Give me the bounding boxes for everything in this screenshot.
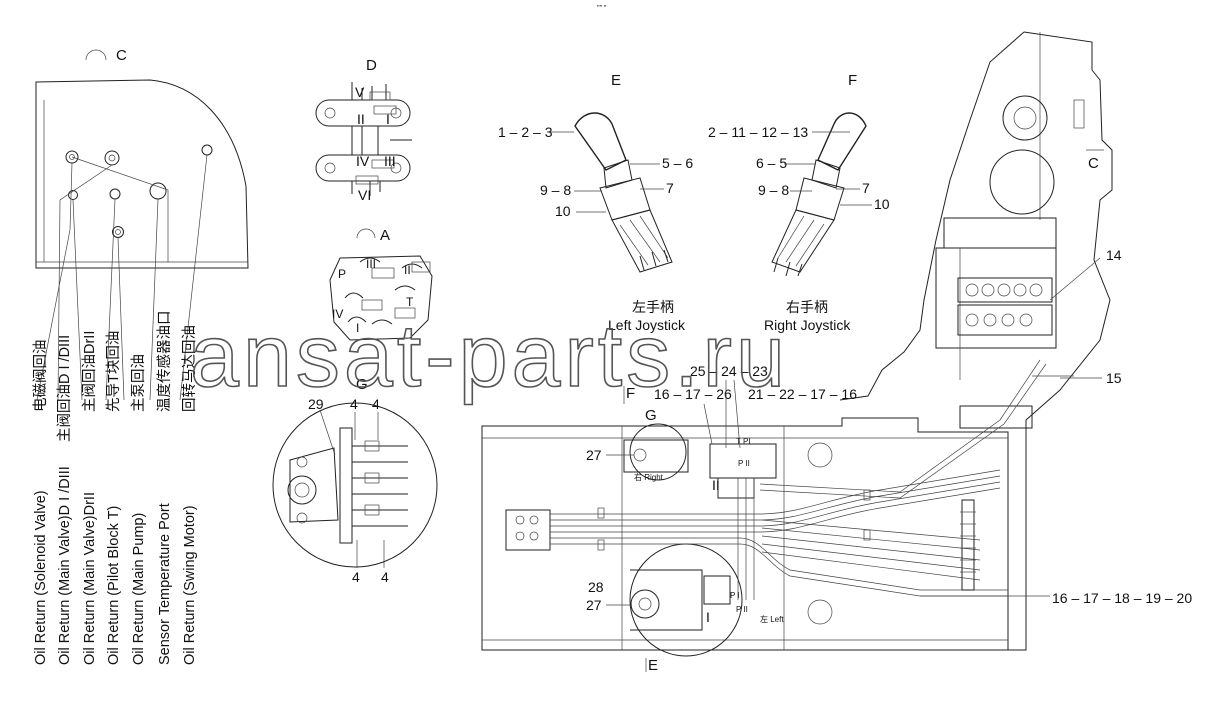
cab-floor-plan: F G 25 – 24 – 23 16 – 17 – 26 21 – 22 – …: [481, 359, 1192, 674]
left-callout-1: 1 – 2 – 3: [498, 124, 553, 140]
port-en-2: Oil Return (Main Valve)D I /DIII: [57, 466, 73, 665]
d-roman-iv: IV: [356, 153, 370, 169]
left-joystick-cn: 左手柄: [632, 299, 674, 315]
g-callout-4d: 4: [381, 569, 389, 585]
d-roman-ii: II: [357, 111, 365, 127]
label-e: E: [611, 72, 621, 89]
label-a: A: [380, 227, 390, 244]
port-cn-5: 主泵回油: [130, 354, 147, 412]
port-list: 电磁阀回油 Oil Return (Solenoid Valve) 主阀回油D …: [32, 311, 198, 666]
terminal-strip: [960, 499, 976, 591]
g-callout-29: 29: [308, 396, 324, 412]
detail-c: C: [35, 47, 249, 401]
a-label-p: P: [338, 267, 346, 281]
callout-21-22-17-16: 21 – 22 – 17 – 16: [748, 386, 857, 402]
port-en-1: Oil Return (Solenoid Valve): [33, 490, 49, 665]
g-callout-4c: 4: [352, 569, 360, 585]
a-label-t: T: [406, 295, 414, 309]
d-roman-i: I: [386, 111, 390, 127]
port-en-3: Oil Return (Main Valve)DrII: [82, 492, 98, 665]
tag-pii-bottom: P II: [736, 605, 748, 614]
detail-f-right-joystick: F 2 – 11 – 12 – 13 6 – 5 9 – 8 7 10 右手柄 …: [708, 72, 890, 333]
label-f: F: [848, 72, 857, 89]
a-label-ii: II: [404, 263, 411, 277]
g-callout-4a: 4: [350, 396, 358, 412]
a-label-i: I: [356, 321, 359, 335]
right-joystick-cn: 右手柄: [786, 299, 828, 315]
port-cn-7: 回转马达回油: [181, 325, 198, 412]
right-callout-5: 10: [874, 196, 890, 212]
left-callout-2: 5 – 6: [662, 155, 693, 171]
label-d: D: [366, 57, 377, 74]
right-callout-3: 9 – 8: [758, 182, 789, 198]
port-cn-1: 电磁阀回油: [32, 340, 49, 413]
label-g-upper: G: [356, 376, 368, 393]
label-e-bottom: E: [648, 657, 658, 674]
callout-16-17-18-19-20: 16 – 17 – 18 – 19 – 20: [1052, 590, 1192, 606]
callout-27-bottom: 27: [586, 597, 602, 613]
detail-a: A III II P IV I T: [329, 227, 433, 341]
detail-e-left-joystick: E 1 – 2 – 3 5 – 6 9 – 8 7 10 左手柄 Left Jo…: [498, 72, 693, 333]
callout-28: 28: [588, 579, 604, 595]
left-callout-3: 9 – 8: [540, 182, 571, 198]
valve-ports: [965, 283, 1043, 327]
left-joystick-en: Left Joystick: [608, 317, 686, 333]
tag-ti: T PI: [736, 437, 751, 446]
d-roman-vi: VI: [358, 187, 371, 203]
machine-frame: C 14 15: [839, 31, 1122, 651]
port-cn-2: 主阀回油D I /DIII: [56, 335, 73, 442]
right-callout-1: 2 – 11 – 12 – 13: [708, 124, 808, 140]
right-joystick-en: Right Joystick: [764, 317, 851, 333]
port-en-6: Sensor Temperature Port: [157, 503, 173, 665]
left-callout-5: 10: [555, 203, 571, 219]
callout-14: 14: [1106, 247, 1122, 263]
label-c-top: C: [116, 47, 127, 64]
watermark: ansat-parts.ru: [190, 306, 789, 405]
port-cn-3: 主阀回油DrII: [81, 331, 98, 412]
tag-pii: P II: [738, 459, 750, 468]
callout-16-17-26: 16 – 17 – 26: [654, 386, 732, 402]
port-en-5: Oil Return (Main Pump): [131, 513, 147, 665]
port-cn-6: 温度传感器油口: [156, 311, 173, 413]
callout-27-top: 27: [586, 447, 602, 463]
right-callout-2: 6 – 5: [756, 155, 787, 171]
callout-roman-i: I: [706, 609, 710, 625]
callout-15: 15: [1106, 370, 1122, 386]
callout-roman-ii: II: [712, 477, 720, 493]
port-cn-4: 先导T块回油: [105, 331, 122, 412]
label-c-right: C: [1088, 155, 1099, 172]
tag-left: 左 Left: [760, 614, 784, 624]
tag-right: 右 Right: [634, 472, 664, 482]
label-g-lower: G: [645, 407, 657, 424]
callout-25-24-23: 25 – 24 – 23: [690, 363, 768, 379]
detail-d: D V II I IV III VI: [315, 57, 412, 203]
port-en-7: Oil Return (Swing Motor): [182, 505, 198, 665]
port-leaders: [36, 154, 208, 401]
a-label-iv: IV: [332, 307, 343, 321]
port-en-4: Oil Return (Pilot Block T): [106, 506, 122, 665]
right-callout-4: 7: [862, 180, 870, 196]
top-mark: "″ ″: [597, 5, 607, 12]
d-roman-iii: III: [384, 153, 396, 169]
a-label-iii: III: [366, 257, 376, 271]
port-fittings: [65, 144, 213, 238]
hose-bundles: [550, 359, 1047, 600]
left-callout-4: 7: [666, 180, 674, 196]
tag-pi: P I: [730, 591, 740, 600]
detail-g-upper: G 29 4 4 4 4: [272, 376, 438, 585]
label-f-lower: F: [626, 385, 635, 402]
d-roman-v: V: [355, 84, 365, 100]
g-callout-4b: 4: [372, 396, 380, 412]
